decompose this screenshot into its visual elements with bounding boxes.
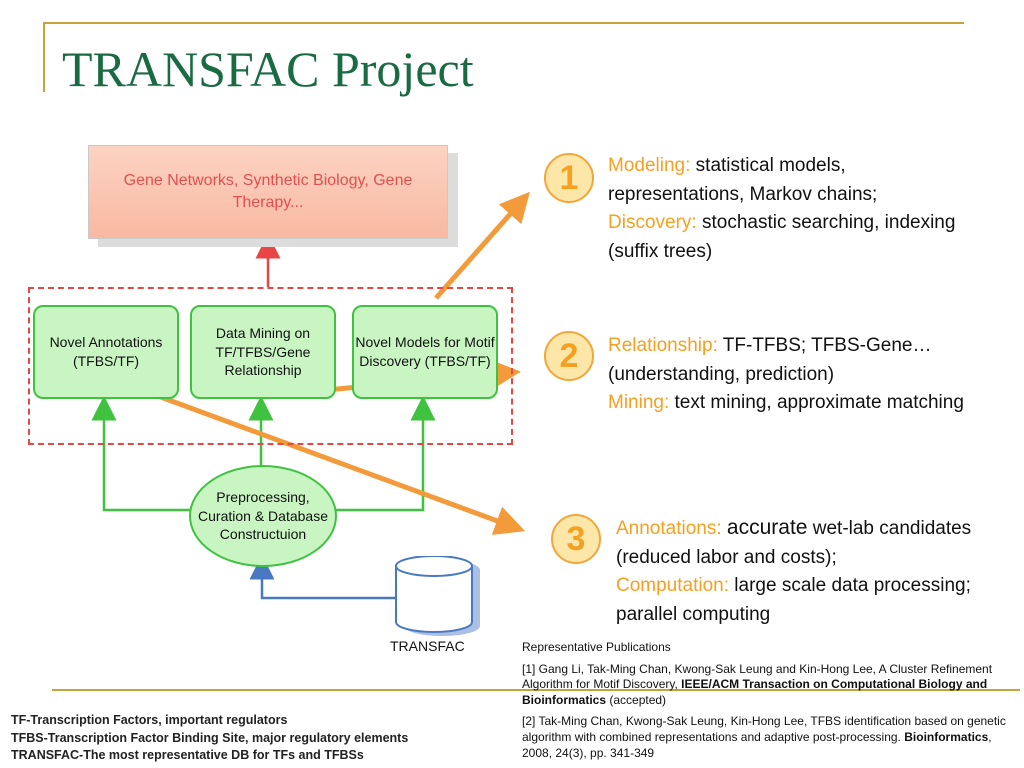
item-2-text: Relationship: TF-TFBS; TFBS-Gene… (under… — [608, 332, 973, 418]
methods-group — [28, 287, 513, 445]
item-2-heading-1: Relationship: — [608, 335, 718, 356]
publication-1-text: [1] Gang Li, Tak-Ming Chan, Kwong-Sak Le… — [522, 661, 993, 692]
publication-2-journal: Bioinformatics — [904, 729, 989, 744]
item-1-heading-2: Discovery: — [608, 212, 697, 233]
orange-arrow-3 — [146, 389, 526, 535]
bottom-rule — [52, 689, 1020, 691]
orange-arrow-1 — [434, 191, 530, 300]
item-3-text: Annotations: accurate wet-lab candidates… — [616, 512, 1011, 629]
item-1-text: Modeling: statistical models, representa… — [608, 152, 978, 266]
publication-2-text: [2] Tak-Ming Chan, Kwong-Sak Leung, Kin-… — [522, 714, 1006, 744]
publication-2-citation: , 2008, 24(3), pp. 341-349 — [522, 729, 992, 760]
database-label: TRANSFAC — [390, 638, 465, 654]
footnotes: TF-Transcription Factors, important regu… — [11, 712, 408, 765]
item-3-emphasis: accurate — [726, 516, 808, 539]
publication-1: [1] Gang Li, Tak-Ming Chan, Kwong-Sak Le… — [522, 662, 1017, 709]
footnote-transfac: TRANSFAC-The most representative DB for … — [11, 748, 364, 762]
arrow-from-transfac — [249, 554, 398, 600]
slide-title: TRANSFAC Project — [62, 41, 474, 97]
item-1-body-1: statistical models, representations, Mar… — [608, 155, 878, 205]
data-mining-box: Data Mining on TF/TFBS/Gene Relationship — [190, 305, 336, 399]
item-1-body-2: stochastic searching, indexing (suffix t… — [608, 212, 956, 262]
motif-models-box: Novel Models for Motif Discovery (TFBS/T… — [352, 305, 498, 399]
item-3-body-2: large scale data processing; parallel co… — [616, 575, 971, 625]
item-2-heading-2: Mining: — [608, 392, 670, 413]
item-2-body-2: text mining, approximate matching — [674, 392, 964, 413]
publication-1-journal: IEEE/ACM Transaction on Computational Bi… — [522, 677, 988, 707]
applications-box: Gene Networks, Synthetic Biology, Gene T… — [88, 145, 448, 239]
arrow-to-models — [333, 395, 436, 512]
number-badge-1: 1 — [544, 153, 594, 203]
footnote-tf: TF-Transcription Factors, important regu… — [11, 713, 288, 727]
item-3-heading-1: Annotations: — [616, 518, 722, 539]
preprocessing-ellipse: Preprocessing, Curation & Database Const… — [189, 465, 337, 567]
footnote-tfbs: TFBS-Transcription Factor Binding Site, … — [11, 730, 409, 745]
left-rule — [43, 22, 45, 92]
publication-2: [2] Tak-Ming Chan, Kwong-Sak Leung, Kin-… — [522, 714, 1017, 761]
publication-1-status: (accepted) — [609, 692, 667, 707]
top-rule — [44, 22, 964, 24]
item-3-body-1: wet-lab candidates (reduced labor and co… — [616, 518, 972, 568]
number-badge-2: 2 — [544, 331, 594, 381]
item-3-heading-2: Computation: — [616, 575, 730, 596]
database-icon — [395, 556, 480, 636]
item-2-body-1: TF-TFBS; TFBS-Gene… (understanding, pred… — [608, 335, 932, 385]
publications-heading: Representative Publications — [522, 640, 671, 654]
item-1-heading-1: Modeling: — [608, 155, 691, 176]
number-badge-3: 3 — [551, 514, 601, 564]
novel-annotations-box: Novel Annotations (TFBS/TF) — [33, 305, 179, 399]
arrow-to-annotations — [91, 395, 190, 512]
publications: Representative Publications [1] Gang Li,… — [522, 640, 1017, 767]
